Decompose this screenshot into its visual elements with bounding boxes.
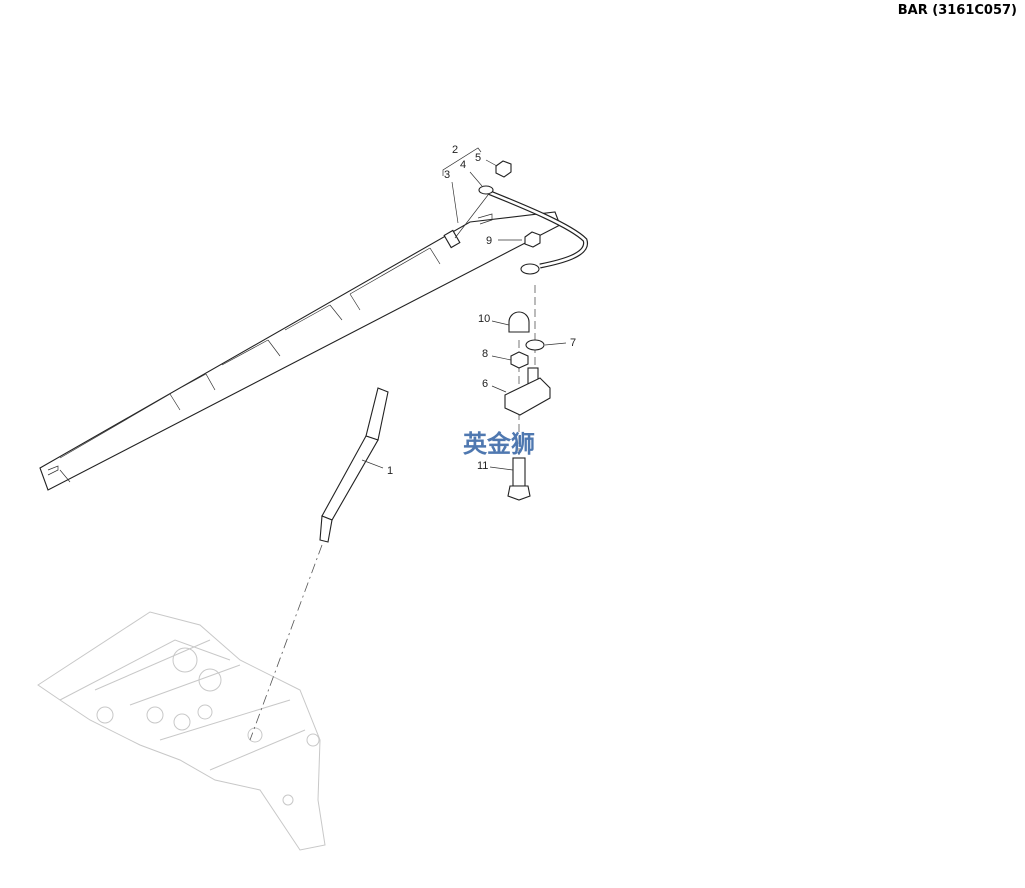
ground-cable [478,160,588,275]
callout-9: 9 [486,235,492,247]
cylinder-head-outline [37,611,326,851]
callout-5: 5 [475,152,481,164]
callout-1: 1 [387,465,393,477]
watermark: 英金狮 [463,430,535,458]
callout-8: 8 [482,348,488,360]
callout-6: 6 [482,378,488,390]
diagram-title: BAR (3161C057) [897,3,1017,18]
callout-4: 4 [460,159,466,171]
glow-plug [249,387,389,741]
leader-lines [361,147,567,471]
callout-3: 3 [444,169,450,181]
callout-11: 11 [477,460,488,472]
mounting-hardware [504,285,551,501]
callout-7: 7 [570,337,576,349]
callout-10: 10 [478,313,490,325]
callout-2: 2 [452,144,458,156]
